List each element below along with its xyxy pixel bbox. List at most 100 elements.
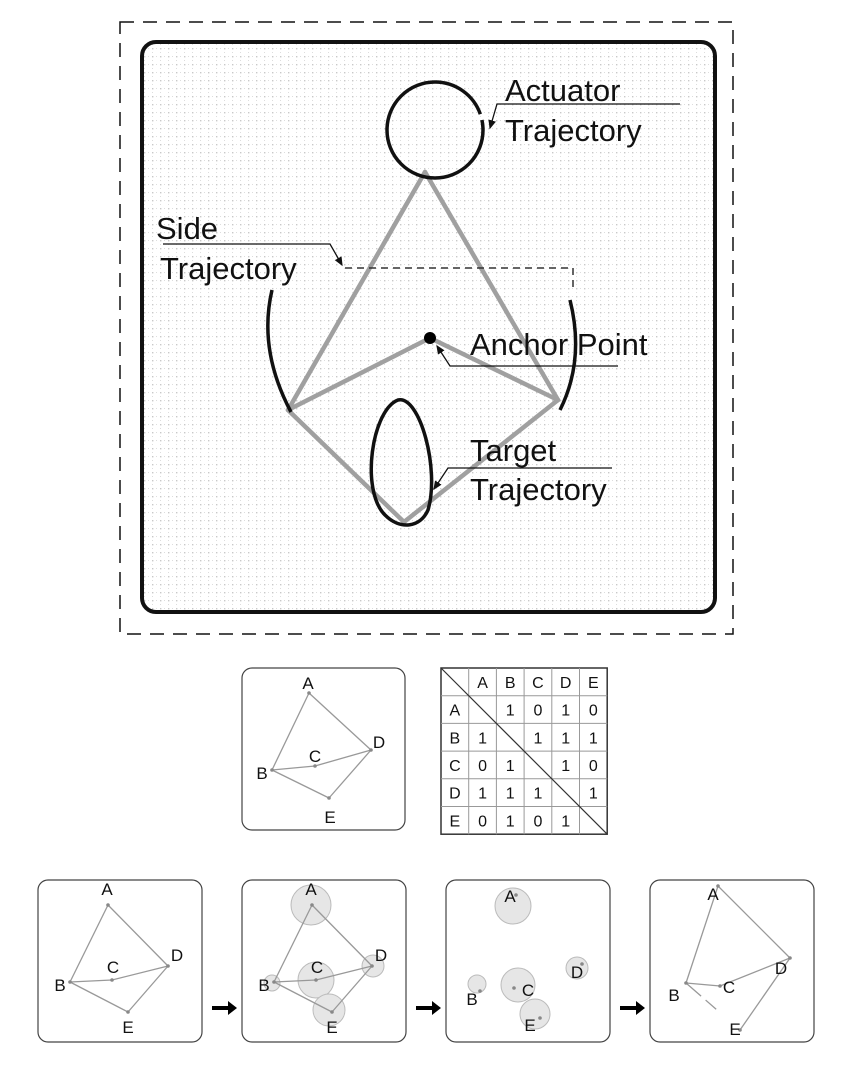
edge-CD [315, 965, 373, 981]
node-A [310, 903, 314, 907]
linkage [285, 169, 561, 525]
node-label-B: B [258, 976, 269, 995]
node-D [166, 964, 170, 968]
node-label-A: A [101, 880, 113, 899]
actuator-callout-line [488, 103, 680, 130]
node-C [512, 986, 516, 990]
graph-panel [241, 667, 406, 831]
edge-ED [127, 965, 169, 1013]
node-B [478, 989, 482, 993]
node-label-D: D [373, 733, 385, 752]
node-D [370, 964, 374, 968]
edge-AD [308, 692, 372, 751]
arrow-right-icon [212, 1001, 237, 1015]
node-E [538, 1016, 542, 1020]
matrix-cell: 0 [533, 813, 542, 830]
edge-BE [271, 769, 330, 799]
row-header-E: E [450, 813, 461, 830]
actuator-label-1: Actuator [505, 73, 620, 108]
side-label-2: Trajectory [160, 251, 297, 286]
target-callout-line [433, 467, 612, 491]
side-trajectory-dashed-guide [345, 267, 574, 292]
target-label-2: Trajectory [470, 472, 607, 507]
anchor-label: Anchor Point [470, 327, 648, 362]
side-label-1: Side [156, 211, 218, 246]
step-panel-bubbles-only [445, 879, 611, 1043]
edge-AB [69, 904, 109, 983]
node-label-D: D [571, 963, 583, 982]
node-label-C: C [107, 958, 119, 977]
outer-dashed-frame [119, 21, 734, 635]
matrix-cell: 1 [533, 730, 542, 747]
node-label-C: C [309, 747, 321, 766]
node-D [788, 956, 792, 960]
edge-BC [273, 979, 317, 983]
edge-ED [739, 957, 791, 1031]
side-callout-line [163, 243, 343, 267]
matrix-cell: 1 [589, 730, 598, 747]
right-side-trajectory-arc [558, 299, 578, 411]
bubble-A [494, 887, 532, 925]
node-D [369, 748, 373, 752]
matrix-cell: 0 [589, 758, 598, 775]
col-header-D: D [560, 675, 572, 692]
edge-BE [273, 981, 333, 1013]
node-E [327, 796, 331, 800]
step-panel-reconstructed-graph [649, 879, 815, 1043]
node-B [68, 980, 72, 984]
actuator-label-2: Trajectory [505, 113, 642, 148]
row-header-C: C [449, 758, 461, 775]
matrix-cell: 1 [561, 703, 570, 720]
node-A [514, 893, 518, 897]
canvas-frame [140, 40, 717, 614]
node-label-B: B [668, 986, 679, 1005]
row-header-D: D [449, 786, 461, 803]
matrix-cell: 0 [533, 703, 542, 720]
node-label-A: A [305, 880, 317, 899]
matrix-cell: 1 [506, 786, 515, 803]
node-B [272, 980, 276, 984]
edge-AD [107, 904, 169, 967]
target-trajectory-egg [369, 398, 434, 527]
edge-BE [685, 982, 741, 1031]
edge-CD [719, 957, 791, 987]
matrix-cell: 1 [506, 758, 515, 775]
actuator-trajectory-circle [385, 80, 485, 180]
edge-BC [69, 979, 113, 983]
edge-CD [314, 749, 372, 767]
node-label-E: E [122, 1018, 133, 1037]
edge-BC [271, 765, 316, 771]
edge-AD [717, 885, 791, 959]
node-E [330, 1010, 334, 1014]
step-panel-original-graph [37, 879, 203, 1043]
node-label-D: D [171, 946, 183, 965]
node-A [716, 884, 720, 888]
edge-AD [311, 904, 373, 967]
node-C [110, 978, 114, 982]
node-label-D: D [375, 946, 387, 965]
matrix-cell: 1 [533, 786, 542, 803]
node-C [313, 764, 317, 768]
anchor-point [424, 332, 436, 344]
arrow-right-icon [416, 1001, 441, 1015]
node-label-C: C [311, 958, 323, 977]
node-E [126, 1010, 130, 1014]
edge-AB [273, 904, 313, 983]
node-label-E: E [524, 1016, 535, 1035]
row-header-B: B [450, 730, 461, 747]
edge-CD [111, 965, 169, 981]
node-label-C: C [522, 981, 534, 1000]
matrix-cell: 1 [478, 786, 487, 803]
target-label-1: Target [470, 433, 557, 468]
matrix-cell: 1 [506, 813, 515, 830]
bubble-B [467, 974, 487, 994]
col-header-A: A [477, 675, 488, 692]
node-label-A: A [504, 887, 516, 906]
node-E [738, 1028, 742, 1032]
node-label-A: A [302, 674, 314, 693]
